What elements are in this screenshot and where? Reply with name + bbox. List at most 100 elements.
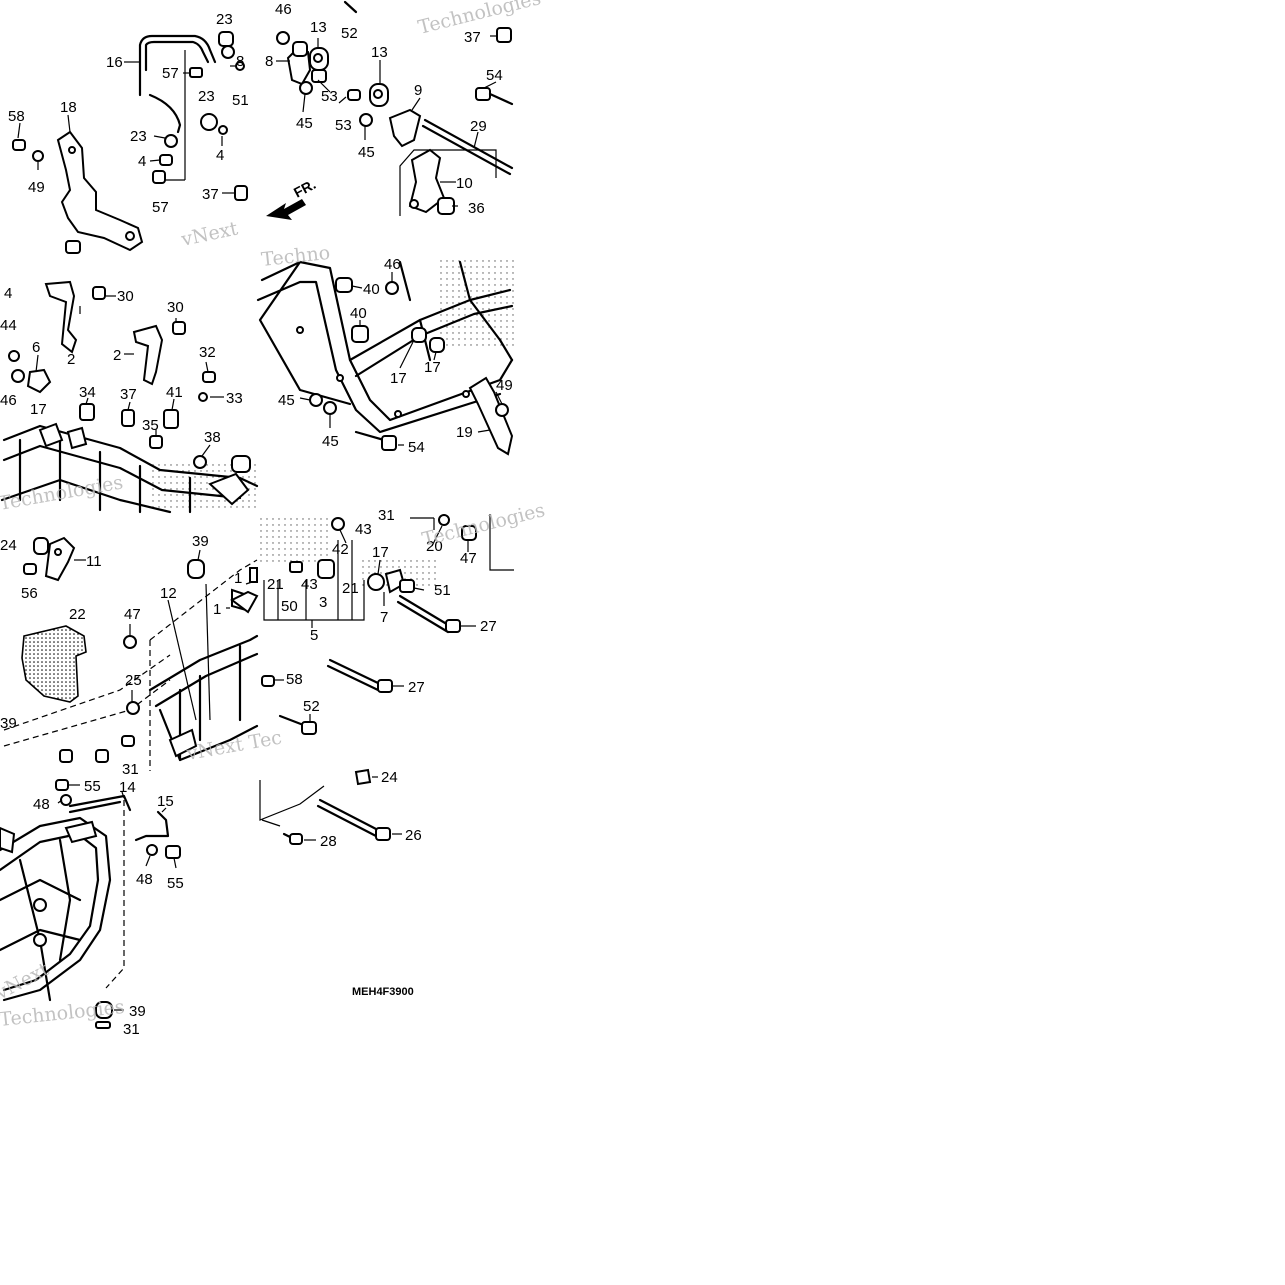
callout-16: 16 xyxy=(106,54,123,71)
callout-13: 13 xyxy=(371,44,388,61)
callout-44: 44 xyxy=(0,317,17,334)
callout-17: 17 xyxy=(30,401,47,418)
callout-30: 30 xyxy=(167,299,184,316)
callout-8: 8 xyxy=(265,53,273,70)
callout-47: 47 xyxy=(124,606,141,623)
callout-22: 22 xyxy=(69,606,86,623)
tile-bottom-left: 55 14 48 15 48 55 39 31 vNext Technologi… xyxy=(0,778,184,1038)
callout-1: 1 xyxy=(213,601,221,618)
callout-55: 55 xyxy=(84,778,101,795)
callout-52: 52 xyxy=(341,25,358,42)
tile-top-left: 23 16 57 8 51 23 23 4 4 58 18 49 57 37 v… xyxy=(8,11,249,254)
callout-39: 39 xyxy=(129,1003,146,1020)
tile-top-right: FR. 46 52 37 13 13 8 54 53 9 45 53 29 45… xyxy=(265,0,543,220)
callout-2: 2 xyxy=(113,347,121,364)
front-marker: FR. xyxy=(291,176,318,201)
callout-4: 4 xyxy=(216,147,224,164)
callout-48: 48 xyxy=(136,871,153,888)
callout-37: 37 xyxy=(202,186,219,203)
callout-49: 49 xyxy=(28,179,45,196)
callout-39: 39 xyxy=(0,715,17,732)
callout-5: 5 xyxy=(310,627,318,644)
callout-34: 34 xyxy=(79,384,96,401)
callout-45: 45 xyxy=(358,144,375,161)
callout-31: 31 xyxy=(123,1021,140,1038)
callout-17: 17 xyxy=(372,544,389,561)
callout-47: 47 xyxy=(460,550,477,567)
callout-55: 55 xyxy=(167,875,184,892)
callout-27: 27 xyxy=(408,679,425,696)
front-direction-arrow xyxy=(266,199,306,220)
callout-4: 4 xyxy=(138,153,146,170)
tile-lower-left: 39 24 11 1 56 22 47 12 1 25 39 31 vNext … xyxy=(0,533,283,778)
callout-15: 15 xyxy=(157,793,174,810)
callout-9: 9 xyxy=(414,82,422,99)
watermark: vNext xyxy=(0,958,53,1005)
callout-51: 51 xyxy=(232,92,249,109)
callout-25: 25 xyxy=(125,672,142,689)
callout-12: 12 xyxy=(160,585,177,602)
callout-53: 53 xyxy=(321,88,338,105)
callout-42: 42 xyxy=(332,541,349,558)
callout-31: 31 xyxy=(122,761,139,778)
callout-43: 43 xyxy=(355,521,372,538)
callout-54: 54 xyxy=(408,439,425,456)
callout-10: 10 xyxy=(456,175,473,192)
callout-4: 4 xyxy=(4,285,12,302)
callout-23: 23 xyxy=(198,88,215,105)
watermark: Technologies xyxy=(0,471,125,515)
callout-40: 40 xyxy=(363,281,380,298)
callout-46: 46 xyxy=(384,256,401,273)
callout-17: 17 xyxy=(390,370,407,387)
callout-1: 1 xyxy=(234,570,242,587)
callout-38: 38 xyxy=(204,429,221,446)
callout-37: 37 xyxy=(120,386,137,403)
callout-23: 23 xyxy=(130,128,147,145)
callout-57: 57 xyxy=(162,65,179,82)
tile-mid-left: 4 30 30 44 2 2 32 6 46 17 34 37 41 33 35… xyxy=(0,280,259,515)
callout-46: 46 xyxy=(0,392,17,409)
callout-32: 32 xyxy=(199,344,216,361)
callout-57: 57 xyxy=(152,199,169,216)
callout-30: 30 xyxy=(117,288,134,305)
callout-14: 14 xyxy=(119,779,136,796)
callout-50: 50 xyxy=(281,598,298,615)
callout-24: 24 xyxy=(0,537,17,554)
callout-31: 31 xyxy=(378,507,395,524)
callout-17: 17 xyxy=(424,359,441,376)
callout-27: 27 xyxy=(480,618,497,635)
callout-45: 45 xyxy=(322,433,339,450)
callout-18: 18 xyxy=(60,99,77,116)
callout-53: 53 xyxy=(335,117,352,134)
callout-58: 58 xyxy=(286,671,303,688)
callout-56: 56 xyxy=(21,585,38,602)
callout-2: 2 xyxy=(67,351,75,368)
diagram-code: MEH4F3900 xyxy=(352,986,414,998)
watermark: vNext xyxy=(178,217,240,251)
tile-mid-right: 46 40 40 17 17 49 45 45 19 54 Techno xyxy=(256,242,514,456)
callout-39: 39 xyxy=(192,533,209,550)
callout-48: 48 xyxy=(33,796,50,813)
callout-21: 21 xyxy=(342,580,359,597)
callout-23: 23 xyxy=(216,11,233,28)
callout-28: 28 xyxy=(320,833,337,850)
callout-19: 19 xyxy=(456,424,473,441)
callout-46: 46 xyxy=(275,1,292,18)
tile-bottom-right: 24 26 28 MEH4F3900 xyxy=(259,768,422,998)
callout-43: 43 xyxy=(301,576,318,593)
callout-36: 36 xyxy=(468,200,485,217)
callout-40: 40 xyxy=(350,305,367,322)
watermark: Technologies xyxy=(420,499,547,551)
callout-49: 49 xyxy=(496,377,513,394)
callout-26: 26 xyxy=(405,827,422,844)
callout-8: 8 xyxy=(236,53,244,70)
callout-21: 21 xyxy=(267,576,284,593)
callout-35: 35 xyxy=(142,417,159,434)
callout-54: 54 xyxy=(486,67,503,84)
callout-7: 7 xyxy=(380,609,388,626)
callout-24: 24 xyxy=(381,769,398,786)
callout-45: 45 xyxy=(278,392,295,409)
callout-3: 3 xyxy=(319,594,327,611)
callout-20: 20 xyxy=(426,538,443,555)
